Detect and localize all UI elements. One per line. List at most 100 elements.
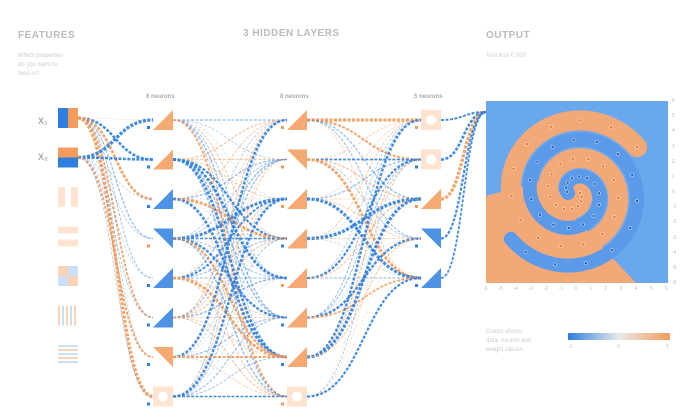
weight-link[interactable] [172, 158, 288, 200]
neuron-l1-7[interactable] [147, 347, 173, 367]
output-weight-link[interactable] [440, 110, 487, 161]
neuron-l1-6[interactable] [147, 307, 173, 328]
neuron-l2-6[interactable] [281, 307, 307, 328]
weight-link[interactable] [306, 119, 422, 279]
weight-link[interactable] [172, 317, 288, 358]
weight-link[interactable] [306, 119, 422, 200]
weight-link[interactable] [77, 117, 154, 279]
weight-link[interactable] [172, 198, 288, 358]
weight-link[interactable] [306, 118, 422, 161]
bias-marker[interactable] [281, 363, 284, 366]
weight-link[interactable] [306, 158, 422, 358]
weight-link[interactable] [172, 197, 288, 398]
weight-link[interactable] [306, 237, 422, 358]
bias-marker[interactable] [147, 402, 150, 406]
weight-link[interactable] [306, 198, 422, 239]
feature-x2-squared[interactable] [58, 226, 78, 247]
feature-sin-x2[interactable] [58, 345, 78, 363]
weight-link[interactable] [172, 119, 288, 279]
weight-link[interactable] [77, 156, 154, 358]
bias-marker[interactable] [281, 126, 284, 129]
output-weight-link[interactable] [440, 111, 487, 279]
neuron-l3-2[interactable] [415, 149, 441, 170]
weight-link[interactable] [172, 238, 288, 397]
weight-link[interactable] [172, 159, 288, 200]
weight-link[interactable] [77, 118, 154, 160]
neuron-l2-4[interactable] [281, 228, 307, 249]
neuron-l2-8[interactable] [281, 386, 307, 407]
bias-marker[interactable] [281, 165, 284, 169]
weight-link[interactable] [306, 277, 422, 319]
weight-link[interactable] [172, 119, 288, 161]
feature-sin-x1[interactable] [58, 305, 76, 326]
weight-link[interactable] [172, 277, 288, 358]
neuron-l1-1[interactable] [147, 110, 173, 130]
bias-marker[interactable] [147, 244, 150, 248]
bias-marker[interactable] [415, 284, 418, 287]
weight-link[interactable] [306, 277, 422, 358]
weight-link[interactable] [172, 119, 288, 239]
weight-link[interactable] [172, 158, 288, 359]
weight-link[interactable] [172, 158, 288, 279]
bias-marker[interactable] [415, 165, 418, 169]
neuron-l3-4[interactable] [415, 228, 441, 249]
weight-link[interactable] [172, 237, 288, 279]
neuron-l2-5[interactable] [281, 268, 307, 288]
bias-marker[interactable] [281, 402, 284, 406]
neuron-l1-3[interactable] [147, 189, 173, 209]
weight-link[interactable] [77, 117, 154, 358]
neuron-l3-1[interactable] [415, 110, 441, 130]
weight-link[interactable] [172, 238, 288, 358]
weight-link[interactable] [306, 119, 422, 239]
weight-link[interactable] [172, 197, 288, 359]
neuron-l2-3[interactable] [281, 189, 307, 209]
weight-link[interactable] [77, 116, 154, 201]
weight-link[interactable] [172, 158, 288, 319]
bias-marker[interactable] [147, 205, 150, 208]
weight-link[interactable] [172, 237, 288, 398]
weight-link[interactable] [172, 119, 288, 319]
bias-marker[interactable] [415, 126, 418, 129]
weight-link[interactable] [77, 116, 154, 399]
bias-marker[interactable] [281, 244, 284, 248]
weight-link[interactable] [77, 157, 154, 397]
weight-link[interactable] [306, 197, 422, 359]
feature-x2[interactable] [58, 147, 78, 168]
neuron-l2-2[interactable] [281, 149, 307, 170]
bias-marker[interactable] [281, 323, 284, 327]
weight-link[interactable] [172, 277, 288, 318]
feature-x1-squared[interactable] [58, 187, 78, 207]
bias-marker[interactable] [415, 205, 418, 208]
weight-link[interactable] [306, 158, 422, 200]
weight-link[interactable] [306, 159, 422, 397]
weight-link[interactable] [306, 119, 422, 279]
weight-link[interactable] [306, 118, 422, 359]
weight-link[interactable] [306, 119, 422, 397]
weight-link[interactable] [306, 197, 422, 241]
weight-link[interactable] [172, 356, 288, 397]
weight-link[interactable] [306, 119, 422, 160]
weight-link[interactable] [172, 119, 288, 397]
weight-link[interactable] [77, 157, 154, 279]
weight-link[interactable] [172, 119, 288, 200]
weight-link[interactable] [172, 159, 288, 397]
weight-link[interactable] [172, 277, 288, 319]
weight-link[interactable] [172, 356, 288, 397]
weight-link[interactable] [306, 158, 422, 319]
output-weight-link[interactable] [440, 110, 487, 240]
bias-marker[interactable] [415, 244, 418, 248]
weight-link[interactable] [172, 238, 288, 279]
bias-marker[interactable] [147, 284, 150, 287]
feature-x1[interactable] [58, 108, 78, 128]
weight-link[interactable] [306, 159, 422, 239]
weight-link[interactable] [172, 277, 288, 397]
feature-x1-times-x2[interactable] [58, 266, 78, 286]
bias-marker[interactable] [281, 284, 284, 287]
weight-link[interactable] [172, 197, 288, 240]
weight-link[interactable] [306, 158, 422, 280]
neuron-l2-7[interactable] [281, 347, 307, 367]
weight-link[interactable] [306, 276, 422, 398]
bias-marker[interactable] [147, 126, 150, 129]
weight-link[interactable] [172, 197, 288, 241]
bias-marker[interactable] [147, 323, 150, 327]
